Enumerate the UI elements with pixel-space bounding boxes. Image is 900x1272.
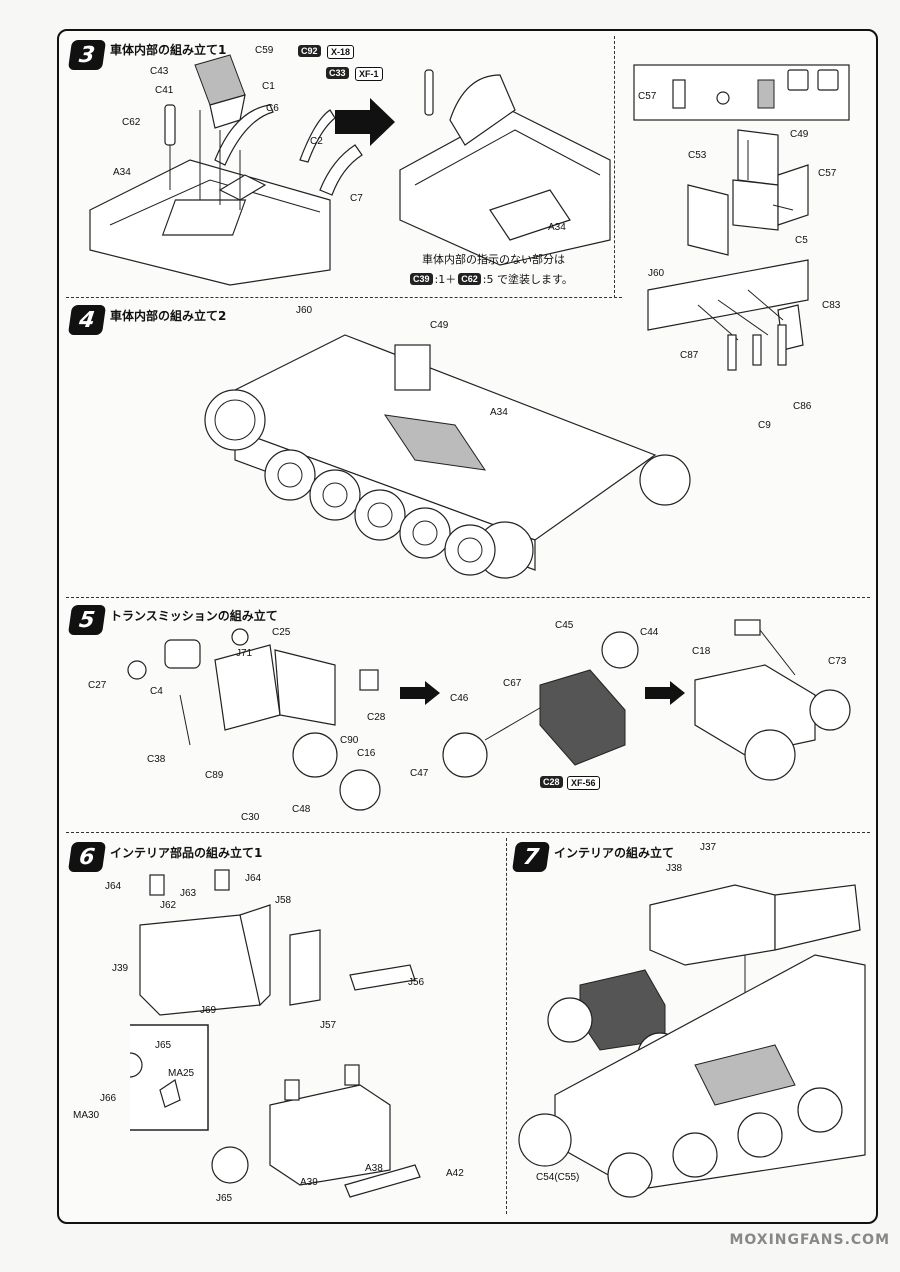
- label-C57-b: C57: [818, 168, 837, 179]
- divider-6-7: [506, 838, 507, 1214]
- label-J38: J38: [666, 863, 683, 874]
- label-A42: A42: [446, 1168, 464, 1179]
- label-J63: J63: [180, 888, 197, 899]
- step-6-badge: 6: [67, 842, 107, 872]
- label-C1: C1: [262, 81, 275, 92]
- label-C44: C44: [640, 627, 659, 638]
- paint-code-C92: C92: [298, 45, 321, 57]
- label-J58: J58: [275, 895, 292, 906]
- step-3-title: 車体内部の組み立て1: [110, 43, 227, 57]
- label-C90: C90: [340, 735, 359, 746]
- step-3-right-illustration: [633, 64, 850, 371]
- divider-3-4: [66, 297, 622, 298]
- label-J60: J60: [648, 268, 665, 279]
- note-mid2: :5 で塗装します。: [482, 273, 573, 286]
- label-J39: J39: [112, 963, 129, 974]
- label-C43: C43: [150, 66, 169, 77]
- paint-code-C28: C28: [540, 776, 563, 788]
- label-C53: C53: [688, 150, 707, 161]
- label-J60-s4: J60: [296, 305, 313, 316]
- label-C41: C41: [155, 85, 174, 96]
- label-C48: C48: [292, 804, 311, 815]
- paint-code-XF1: XF-1: [355, 67, 383, 81]
- paint-code-X18: X-18: [327, 45, 355, 59]
- label-J65: J65: [155, 1040, 172, 1051]
- step-4-badge: 4: [67, 305, 107, 335]
- step-6-title: インテリア部品の組み立て1: [110, 846, 263, 860]
- label-A34-s4: A34: [490, 407, 508, 418]
- label-J37: J37: [700, 842, 717, 853]
- paint-code-C62: C62: [458, 273, 481, 285]
- label-C2: C2: [310, 136, 323, 147]
- label-J69: J69: [200, 1005, 217, 1016]
- label-C73: C73: [828, 656, 847, 667]
- step-4-illustration: [204, 334, 691, 579]
- label-C49: C49: [790, 129, 809, 140]
- label-J62: J62: [160, 900, 177, 911]
- label-C46: C46: [450, 693, 469, 704]
- label-J64-b: J64: [245, 873, 262, 884]
- label-C54-C55: C54(C55): [536, 1172, 580, 1183]
- label-MA25: MA25: [168, 1068, 195, 1079]
- step-3-note-line1: 車体内部の指示のない部分は: [422, 253, 565, 266]
- label-A39: A39: [300, 1177, 318, 1188]
- label-A34: A34: [113, 167, 131, 178]
- step-7-title: インテリアの組み立て: [554, 846, 675, 860]
- label-A38: A38: [365, 1163, 383, 1174]
- divider-4-5: [66, 597, 870, 598]
- divider-5-6: [66, 832, 870, 833]
- label-C59: C59: [255, 45, 274, 56]
- label-C57: C57: [638, 91, 657, 102]
- label-C28: C28: [367, 712, 386, 723]
- label-C27: C27: [88, 680, 107, 691]
- label-C89: C89: [205, 770, 224, 781]
- label-J57: J57: [320, 1020, 337, 1031]
- site-watermark: MOXINGFANS.COM: [729, 1232, 890, 1248]
- label-C5: C5: [795, 235, 808, 246]
- label-C86: C86: [793, 401, 812, 412]
- label-C25: C25: [272, 627, 291, 638]
- label-C87: C87: [680, 350, 699, 361]
- label-J64: J64: [105, 881, 122, 892]
- step-3-illustration: [89, 54, 611, 286]
- step-3-note-line2: C39 :1＋ C62 :5 で塗装します。: [410, 271, 573, 287]
- label-C62: C62: [122, 117, 141, 128]
- label-J66: J66: [100, 1093, 117, 1104]
- label-C49-s4: C49: [430, 320, 449, 331]
- label-C45: C45: [555, 620, 574, 631]
- step-5-title: トランスミッションの組み立て: [110, 609, 278, 623]
- label-C67: C67: [503, 678, 522, 689]
- label-J71: J71: [236, 648, 253, 659]
- label-C30: C30: [241, 812, 260, 823]
- label-C6: C6: [266, 103, 279, 114]
- paint-code-C39: C39: [410, 273, 433, 285]
- paint-code-C33: C33: [326, 67, 349, 79]
- label-C18: C18: [692, 646, 711, 657]
- note-mid1: :1＋: [434, 273, 457, 286]
- label-C38: C38: [147, 754, 166, 765]
- label-C83: C83: [822, 300, 841, 311]
- paint-code-XF56: XF-56: [567, 776, 600, 790]
- label-J65-b: J65: [216, 1193, 233, 1204]
- label-A34-right: A34: [548, 222, 566, 233]
- label-C4: C4: [150, 686, 163, 697]
- step-5-illustration: [127, 619, 851, 811]
- label-J56: J56: [408, 977, 425, 988]
- divider-3-right: [614, 36, 615, 298]
- step-4-title: 車体内部の組み立て2: [110, 309, 227, 323]
- step-6-illustration: [130, 869, 421, 1198]
- label-MA30: MA30: [73, 1110, 100, 1121]
- step-7-illustration: [518, 884, 866, 1198]
- label-C9: C9: [758, 420, 771, 431]
- label-C47: C47: [410, 768, 429, 779]
- label-C16: C16: [357, 748, 376, 759]
- label-C7: C7: [350, 193, 363, 204]
